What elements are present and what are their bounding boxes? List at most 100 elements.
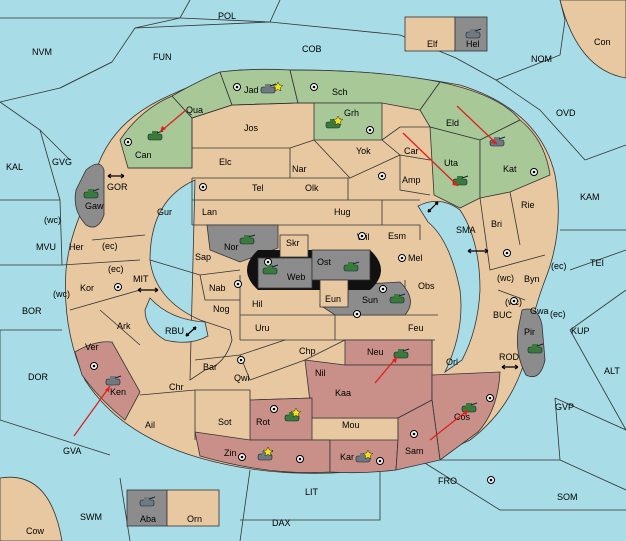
- label-jad: Jad: [244, 85, 259, 95]
- label-kaa: Kaa: [335, 388, 351, 398]
- move-arrow-icon: [429, 409, 469, 441]
- move-arrow-icon: [73, 385, 111, 437]
- supply-center-icon: [237, 356, 245, 364]
- strait-arrows: [107, 173, 519, 370]
- sea-gva: GVA: [63, 446, 81, 456]
- sea-pol: POL: [218, 11, 236, 21]
- territory-sam[interactable]: [395, 399, 441, 471]
- supply-center-icon: [376, 457, 384, 465]
- sea-ovd: OVD: [556, 108, 576, 118]
- supply-center-icon: [503, 249, 511, 257]
- tank-icon: [465, 28, 482, 39]
- sea-mit: MIT: [133, 274, 149, 284]
- supply-center-icon: [199, 183, 207, 191]
- tank-icon: [527, 343, 544, 354]
- label-obs: Obs: [418, 281, 435, 291]
- sea-nom: NOM: [531, 54, 552, 64]
- label-hel: Hel: [466, 39, 480, 49]
- supply-center-icon: [379, 285, 387, 293]
- label-esm: Esm: [388, 231, 406, 241]
- label-feu: Feu: [408, 323, 424, 333]
- star-icon: [262, 446, 274, 457]
- label-kar: Kar: [340, 452, 354, 462]
- label-nil: Nil: [315, 368, 326, 378]
- label-uru: Uru: [255, 323, 270, 333]
- star-icon: [290, 407, 302, 418]
- label-mou: Mou: [342, 420, 360, 430]
- label-ost: Ost: [317, 257, 332, 267]
- supply-centers: [90, 83, 538, 484]
- tank-icon: [461, 402, 478, 413]
- tank-icon: [139, 496, 156, 507]
- territory-aba[interactable]: [126, 489, 168, 527]
- sea-kam: KAM: [580, 192, 600, 202]
- territory-con[interactable]: [559, 0, 626, 79]
- sea-sma: SMA: [456, 225, 476, 235]
- tank-icon: [260, 83, 277, 94]
- label-rie: Rie: [521, 200, 535, 210]
- supply-center-icon: [270, 405, 278, 413]
- label-sch: Sch: [332, 87, 348, 97]
- label-elf: Elf: [427, 39, 438, 49]
- territory-jad[interactable]: [219, 68, 299, 106]
- sea-gor: GOR: [107, 182, 128, 192]
- label-neu: Neu: [367, 347, 384, 357]
- label-grh: Grh: [344, 108, 359, 118]
- supply-center-icon: [487, 476, 495, 484]
- territory-eun[interactable]: [319, 279, 349, 308]
- tank-icon: [393, 348, 410, 359]
- territory-ost[interactable]: [311, 249, 371, 281]
- supply-center-icon: [530, 168, 538, 176]
- coast-kor-wc: (wc): [53, 289, 70, 299]
- label-hug: Hug: [334, 207, 351, 217]
- strait-gor-icon: [107, 173, 125, 179]
- territory-pir[interactable]: [516, 308, 546, 378]
- label-eun: Eun: [325, 294, 341, 304]
- label-gaw: Gaw: [85, 201, 104, 211]
- label-gwa: Gwa: [530, 306, 549, 316]
- sea-fun: FUN: [153, 52, 172, 62]
- label-tel: Tel: [252, 183, 264, 193]
- label-chp: Chp: [299, 346, 316, 356]
- label-yok: Yok: [356, 146, 371, 156]
- sea-gvp: GVP: [555, 402, 574, 412]
- label-olk: Olk: [305, 183, 319, 193]
- sea-rbu: RBU: [165, 326, 184, 336]
- land-cow: Cow: [26, 526, 45, 536]
- label-skr: Skr: [286, 238, 300, 248]
- inner-gulf: [417, 201, 481, 374]
- label-amp: Amp: [402, 175, 421, 185]
- supply-center-icon: [296, 455, 304, 463]
- sea-cob: COB: [302, 44, 322, 54]
- coast-her-ec: (ec): [102, 241, 118, 251]
- sea-bor: BOR: [22, 306, 42, 316]
- label-orn: Orn: [187, 514, 202, 524]
- sea-kal: KAL: [6, 162, 23, 172]
- sea-alt: ALT: [604, 366, 620, 376]
- territory-skr[interactable]: [279, 234, 309, 258]
- label-rot: Rot: [256, 417, 271, 427]
- label-jos: Jos: [244, 123, 259, 133]
- sea-gvg: GVG: [52, 157, 72, 167]
- territory-neu[interactable]: [344, 339, 433, 366]
- move-arrow-icon: [159, 109, 187, 133]
- territory-elf[interactable]: [404, 16, 456, 52]
- territory-orn[interactable]: [166, 489, 220, 527]
- label-byn: Byn: [524, 274, 540, 284]
- supply-center-icon: [234, 280, 242, 288]
- label-ken: Ken: [110, 387, 126, 397]
- supply-center-icon: [358, 232, 366, 240]
- supply-center-icon: [486, 394, 494, 402]
- supply-center-icon: [114, 283, 122, 291]
- move-arrows: [73, 105, 498, 441]
- move-arrow-icon: [456, 105, 498, 145]
- label-pir: Pir: [524, 327, 535, 337]
- tank-icon: [284, 411, 301, 422]
- label-eld: Eld: [446, 118, 459, 128]
- supply-center-icon: [398, 254, 406, 262]
- label-cos: Cos: [454, 412, 471, 422]
- territory-uta[interactable]: [429, 126, 481, 209]
- label-kor: Kor: [80, 283, 94, 293]
